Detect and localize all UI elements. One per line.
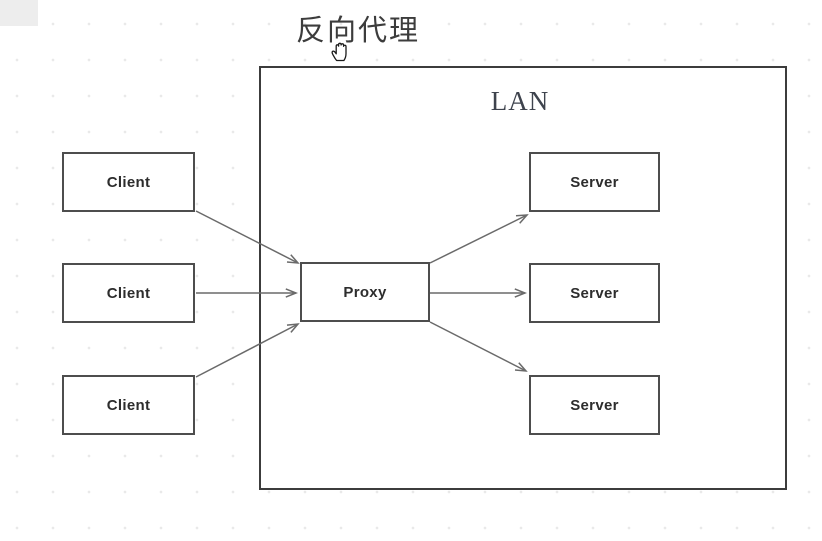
node-server-1: Server (529, 152, 660, 212)
node-proxy: Proxy (300, 262, 430, 322)
node-server-3-label: Server (570, 396, 619, 414)
node-proxy-label: Proxy (343, 283, 387, 301)
node-client-2: Client (62, 263, 195, 323)
node-client-1-label: Client (106, 173, 151, 191)
grab-hand-cursor-icon (326, 36, 354, 64)
corner-artifact (0, 0, 38, 26)
node-client-3: Client (62, 375, 195, 435)
node-server-3: Server (529, 375, 660, 435)
lan-label: LAN (490, 86, 550, 116)
node-client-1: Client (62, 152, 195, 212)
diagram-title: 反向代理 (296, 13, 421, 47)
node-server-1-label: Server (570, 173, 619, 191)
node-server-2-label: Server (570, 284, 619, 302)
node-server-2: Server (529, 263, 660, 323)
node-client-2-label: Client (106, 284, 151, 302)
node-client-3-label: Client (106, 396, 151, 414)
